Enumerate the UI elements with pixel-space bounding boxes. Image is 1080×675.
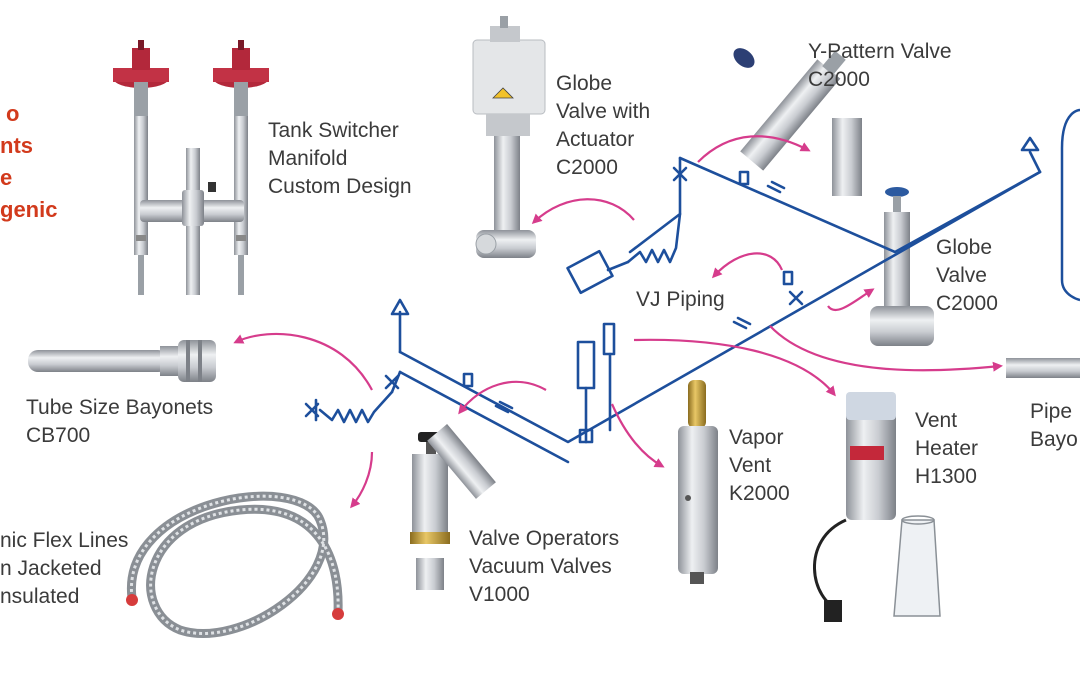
label-line: Valve Operators [469, 527, 620, 550]
vj-piping-schematic [304, 136, 1042, 464]
heading-line: e [0, 165, 13, 190]
label-line: Actuator [556, 128, 635, 151]
pipe-bayonet-icon [1006, 358, 1080, 378]
vj-piping-label: VJ Piping [636, 286, 725, 314]
label-line: VJ Piping [636, 288, 725, 311]
label-line: Globe [556, 72, 613, 95]
valve-operator-icon [410, 423, 496, 590]
label-line: Tube Size Bayonets [26, 396, 214, 419]
label-line: Vent [915, 409, 958, 432]
label-line: C2000 [936, 292, 998, 315]
vent-heater-icon [813, 392, 941, 622]
label-line: n Jacketed [0, 557, 102, 580]
label-line: Valve with [556, 100, 651, 123]
label-line: Pipe [1030, 400, 1073, 423]
globe-valve-label: Globe Valve C2000 [936, 234, 998, 318]
heading-fragment: o nts e genic [0, 98, 57, 226]
label-line: Bayo [1030, 428, 1078, 451]
globe-actuator-valve-icon [472, 16, 546, 258]
y-pattern-label: Y-Pattern Valve C2000 [808, 38, 952, 94]
globe-actuator-label: Globe Valve with Actuator C2000 [556, 70, 650, 182]
pipe-bayonets-label: Pipe Bayo [1030, 398, 1078, 454]
pointer-arrows [233, 135, 1003, 509]
label-line: C2000 [808, 68, 870, 91]
globe-valve-icon [870, 187, 934, 346]
label-line: nsulated [0, 585, 80, 608]
heading-line: genic [0, 197, 58, 222]
tube-bayonet-icon [28, 340, 216, 382]
tank-switcher-label: Tank Switcher Manifold Custom Design [268, 117, 412, 201]
label-line: Vacuum Valves [469, 555, 612, 578]
label-line: Valve [936, 264, 987, 287]
vapor-vent-icon [678, 380, 718, 584]
heading-line: o [6, 101, 20, 126]
label-line: Vapor [729, 426, 784, 449]
label-line: Manifold [268, 147, 348, 170]
vent-heater-label: Vent Heater H1300 [915, 407, 978, 491]
label-line: Vent [729, 454, 772, 477]
y-pattern-valve-icon [733, 48, 862, 196]
tank-switcher-icon [113, 40, 269, 295]
label-line: C2000 [556, 156, 618, 179]
valve-operators-label: Valve Operators Vacuum Valves V1000 [469, 525, 619, 609]
label-line: H1300 [915, 465, 977, 488]
label-line: Y-Pattern Valve [808, 40, 952, 63]
tube-bayonets-label: Tube Size Bayonets CB700 [26, 394, 213, 450]
flex-lines-label: nic Flex Lines n Jacketed nsulated [0, 527, 128, 611]
label-line: K2000 [729, 482, 790, 505]
label-line: Custom Design [268, 175, 412, 198]
flex-line-icon [126, 491, 344, 638]
storage-tank-icon [1060, 108, 1080, 302]
label-line: V1000 [469, 583, 530, 606]
label-line: CB700 [26, 424, 91, 447]
label-line: Tank Switcher [268, 119, 399, 142]
vapor-vent-label: Vapor Vent K2000 [729, 424, 790, 508]
heading-line: nts [0, 133, 33, 158]
label-line: Heater [915, 437, 979, 460]
label-line: nic Flex Lines [0, 529, 129, 552]
label-line: Globe [936, 236, 993, 259]
